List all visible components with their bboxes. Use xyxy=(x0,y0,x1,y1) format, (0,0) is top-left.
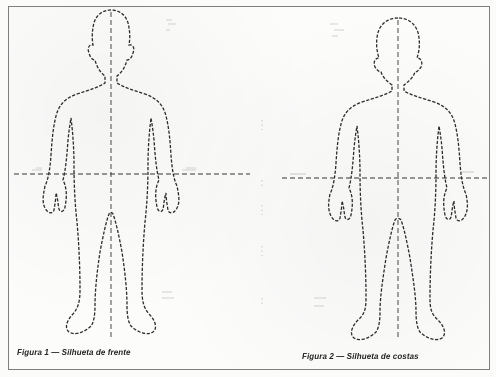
figure-1-title: Silhueta de frente xyxy=(62,348,131,357)
figure-2-dash: — xyxy=(334,352,347,361)
figure-1-dash: — xyxy=(49,348,62,357)
figure-2-title: Silhueta de costas xyxy=(347,352,419,361)
figure-1-number: Figura 1 xyxy=(17,348,49,357)
figure-1-caption: Figura 1 — Silhueta de frente xyxy=(17,348,131,357)
figure-2-caption: Figura 2 — Silhueta de costas xyxy=(302,352,419,361)
front-silhouette xyxy=(43,10,179,340)
faint-annotations xyxy=(32,20,474,306)
back-silhouette xyxy=(329,18,468,340)
figure-2-number: Figura 2 xyxy=(302,352,334,361)
